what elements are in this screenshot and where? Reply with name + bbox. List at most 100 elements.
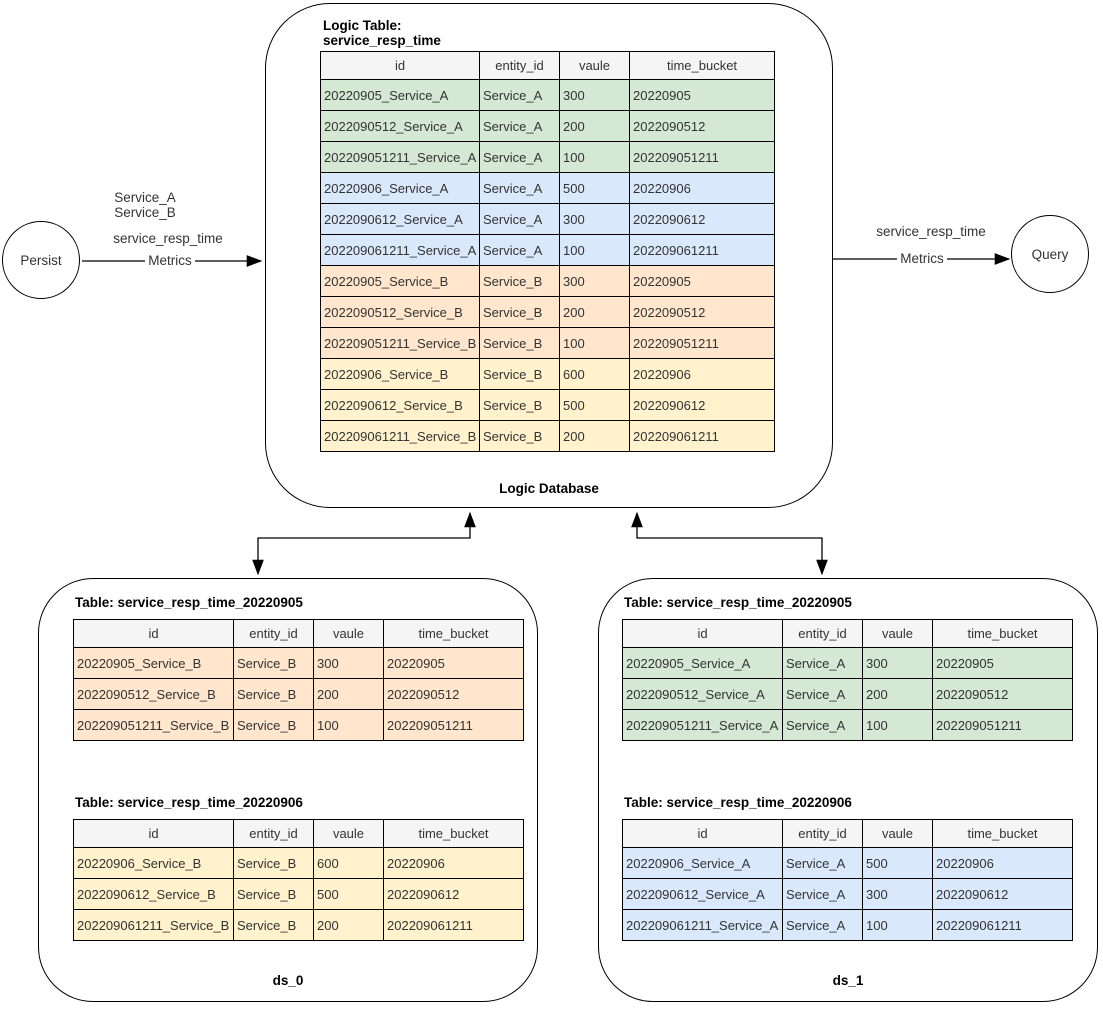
table-cell: 300 bbox=[559, 265, 630, 297]
table-cell: Service_A bbox=[782, 709, 863, 741]
table-cell: 2022090512 bbox=[383, 678, 524, 710]
logic-table-title-line1: Logic Table: bbox=[323, 18, 402, 33]
ds1-label: ds_1 bbox=[832, 973, 864, 988]
logic-table-title: Logic Table: service_resp_time bbox=[323, 18, 441, 48]
table-cell: Service_A bbox=[479, 203, 560, 235]
column-header: vaule bbox=[313, 619, 384, 648]
table-cell: 100 bbox=[313, 709, 384, 741]
column-header: time_bucket bbox=[932, 819, 1073, 848]
table-cell: 100 bbox=[862, 909, 933, 941]
table-cell: 20220906 bbox=[932, 847, 1073, 879]
table-cell: 2022090512 bbox=[629, 110, 775, 142]
table-cell: 100 bbox=[559, 141, 630, 173]
table-cell: 20220905_Service_B bbox=[73, 647, 234, 679]
table-cell: 20220905_Service_A bbox=[320, 79, 480, 111]
table-cell: Service_B bbox=[233, 847, 314, 879]
table-cell: 300 bbox=[313, 647, 384, 679]
persist-edge-services-label: Service_A Service_B bbox=[85, 190, 205, 220]
table-cell: 20220905 bbox=[932, 647, 1073, 679]
column-header: time_bucket bbox=[383, 619, 524, 648]
column-header: vaule bbox=[862, 619, 933, 648]
column-header: entity_id bbox=[479, 51, 560, 80]
column-header: vaule bbox=[862, 819, 933, 848]
table-cell: Service_B bbox=[479, 265, 560, 297]
ds1-table2-title: Table: service_resp_time_20220906 bbox=[624, 795, 852, 810]
table-cell: Service_B bbox=[479, 389, 560, 421]
table-cell: 2022090612_Service_B bbox=[320, 389, 480, 421]
table-cell: 20220906_Service_B bbox=[73, 847, 234, 879]
table-cell: 20220905_Service_A bbox=[622, 647, 783, 679]
column-header: time_bucket bbox=[629, 51, 775, 80]
table-cell: 20220906 bbox=[629, 172, 775, 204]
ds0-table2-title: Table: service_resp_time_20220906 bbox=[75, 795, 303, 810]
table-cell: 20220906 bbox=[629, 358, 775, 390]
table-cell: 500 bbox=[862, 847, 933, 879]
persist-node: Persist bbox=[2, 221, 80, 299]
table-cell: 300 bbox=[559, 79, 630, 111]
table-cell: 202209061211_Service_A bbox=[320, 234, 480, 266]
table-cell: 202209061211_Service_A bbox=[622, 909, 783, 941]
table-cell: Service_B bbox=[233, 878, 314, 910]
table-cell: 202209051211_Service_B bbox=[73, 709, 234, 741]
table-cell: 202209051211 bbox=[932, 709, 1073, 741]
table-cell: 200 bbox=[313, 909, 384, 941]
table-cell: Service_A bbox=[782, 878, 863, 910]
ds0-label: ds_0 bbox=[272, 973, 304, 988]
column-header: entity_id bbox=[233, 619, 314, 648]
table-cell: 200 bbox=[559, 296, 630, 328]
table-cell: 2022090512_Service_A bbox=[320, 110, 480, 142]
table-cell: 202209061211 bbox=[383, 909, 524, 941]
table-cell: 100 bbox=[559, 234, 630, 266]
table-cell: 2022090612 bbox=[932, 878, 1073, 910]
table-cell: 200 bbox=[559, 110, 630, 142]
table-cell: Service_B bbox=[233, 647, 314, 679]
table-cell: 100 bbox=[559, 327, 630, 359]
table-cell: Service_A bbox=[479, 79, 560, 111]
column-header: entity_id bbox=[233, 819, 314, 848]
table-cell: 600 bbox=[559, 358, 630, 390]
column-header: entity_id bbox=[782, 619, 863, 648]
table-cell: 20220905 bbox=[629, 265, 775, 297]
service-b-label: Service_B bbox=[114, 205, 176, 220]
table-cell: 202209061211 bbox=[629, 234, 775, 266]
table-cell: 500 bbox=[313, 878, 384, 910]
table-cell: Service_A bbox=[782, 847, 863, 879]
table-cell: 200 bbox=[559, 420, 630, 452]
column-header: entity_id bbox=[782, 819, 863, 848]
table-cell: 20220905 bbox=[629, 79, 775, 111]
table-cell: Service_B bbox=[479, 296, 560, 328]
column-header: vaule bbox=[559, 51, 630, 80]
persist-edge-metric-label: service_resp_time bbox=[113, 231, 223, 246]
table-cell: Service_A bbox=[782, 909, 863, 941]
table-cell: Service_B bbox=[479, 327, 560, 359]
query-node-label: Query bbox=[1031, 246, 1069, 262]
column-header: id bbox=[73, 819, 234, 848]
table-cell: 20220906 bbox=[383, 847, 524, 879]
table-cell: 300 bbox=[862, 878, 933, 910]
table-cell: 202209051211 bbox=[383, 709, 524, 741]
table-cell: 20220905_Service_B bbox=[320, 265, 480, 297]
query-edge-metric-label: service_resp_time bbox=[876, 224, 986, 239]
table-cell: 202209061211 bbox=[932, 909, 1073, 941]
